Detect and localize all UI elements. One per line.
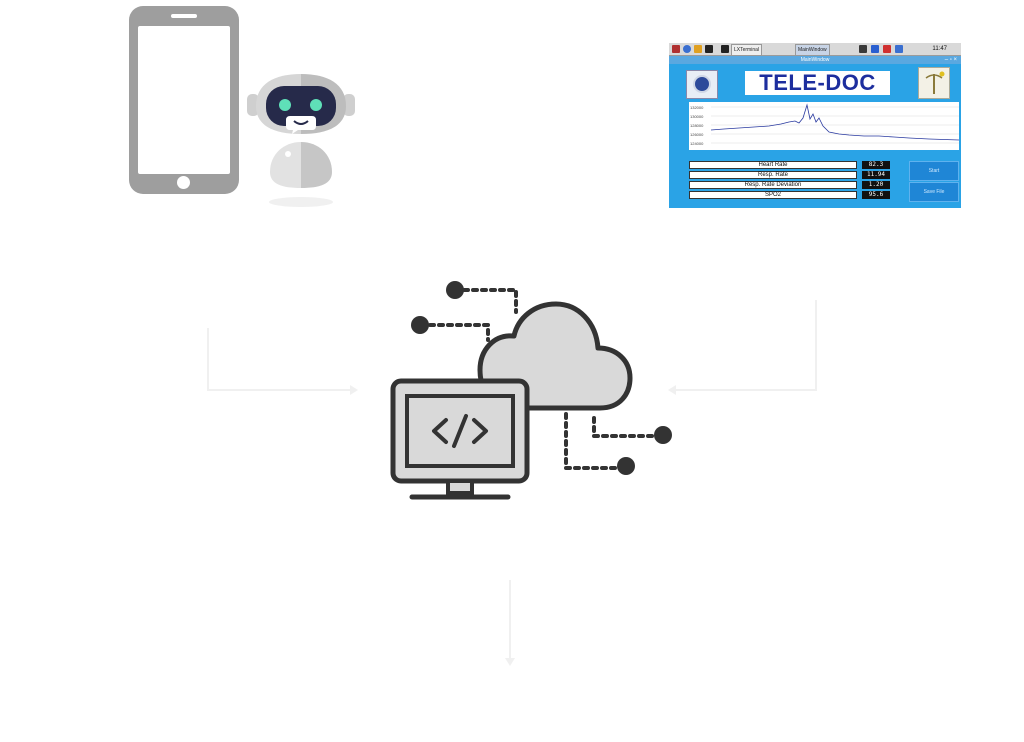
chatbot-robot-icon: [247, 74, 355, 207]
arrow-right-to-center: [676, 300, 817, 391]
brand-title: TELE-DOC: [759, 70, 876, 95]
vital-label: Resp. Rate: [689, 171, 857, 179]
os-taskbar: LXTerminal MainWindow 11:47: [669, 43, 961, 56]
plot-tick: 132000: [690, 105, 704, 110]
cloud-computing-icon: [390, 281, 672, 500]
vital-label: SPO2: [689, 191, 857, 199]
terminal-icon: [705, 45, 713, 53]
caduceus-logo: [918, 67, 950, 99]
vital-label: Resp. Rate Deviation: [689, 181, 857, 189]
node-dot-icon: [654, 426, 672, 444]
arrow-left-to-center: [207, 328, 350, 391]
plot-tick: 128000: [690, 123, 704, 128]
volume-icon: [895, 45, 903, 53]
phone-screen: [138, 26, 230, 174]
window-titlebar: MainWindow – ▫ ×: [669, 56, 961, 64]
taskbar-task[interactable]: LXTerminal: [731, 44, 763, 56]
institute-logo: [686, 70, 718, 99]
node-dot-icon: [446, 281, 464, 299]
window-title: MainWindow: [800, 57, 830, 63]
network-icon: [883, 45, 891, 53]
taskbar-clock: 11:47: [932, 46, 947, 52]
node-dot-icon: [617, 457, 635, 475]
signal-plot: 132000 130000 128000 126000 124000: [689, 102, 959, 150]
start-button[interactable]: Start: [909, 161, 959, 181]
vital-label: Heart Rate: [689, 161, 857, 169]
browser-icon: [683, 45, 691, 53]
raspberry-menu-icon: [672, 45, 680, 53]
code-brackets-icon: [432, 414, 488, 448]
brand-banner: TELE-DOC: [745, 71, 890, 95]
taskbar-task[interactable]: MainWindow: [795, 44, 830, 56]
vital-value: 1.20: [862, 181, 890, 189]
plot-tick: 130000: [690, 114, 704, 119]
vital-value: 82.3: [862, 161, 890, 169]
vital-value: 11.94: [862, 171, 890, 179]
folder-icon: [694, 45, 702, 53]
terminal-task-icon: [721, 45, 729, 53]
plot-tick: 126000: [690, 132, 704, 137]
bluetooth-icon: [871, 45, 879, 53]
save-file-button[interactable]: Save File: [909, 182, 959, 202]
phone-home-button: [177, 176, 190, 189]
plot-tick: 124000: [690, 141, 704, 146]
window-controls[interactable]: – ▫ ×: [944, 57, 957, 63]
vnc-icon: [859, 45, 867, 53]
node-dot-icon: [411, 316, 429, 334]
smartphone-icon: [129, 6, 239, 194]
vital-value: 95.6: [862, 191, 890, 199]
telemed-gui-screenshot: LXTerminal MainWindow 11:47 MainWindow –…: [669, 43, 961, 208]
phone-speaker: [171, 14, 197, 18]
